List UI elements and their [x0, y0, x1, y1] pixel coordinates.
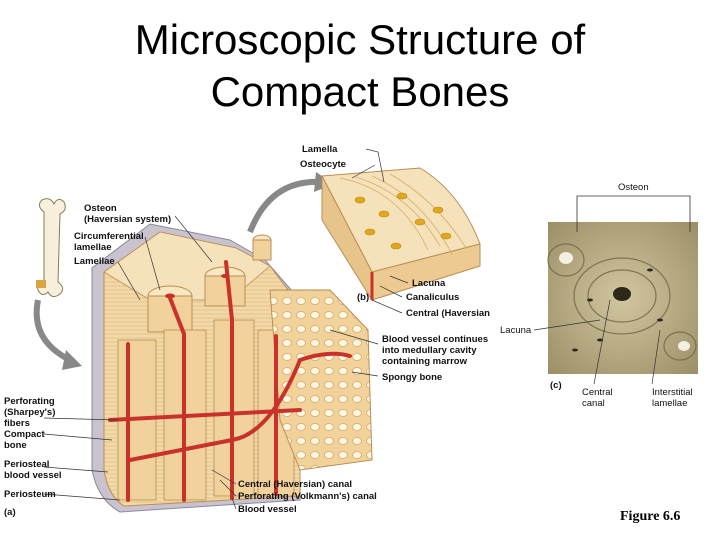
label-interstitial-2: lamellae: [652, 398, 687, 409]
label-compact-2: bone: [4, 440, 27, 451]
label-perforating-1: Perforating: [4, 396, 55, 407]
label-periosteum: Periosteum: [4, 489, 56, 500]
label-periosteal-2: blood vessel: [4, 470, 62, 481]
label-interstitial-1: Interstitial: [652, 387, 693, 398]
figure-label: Figure 6.6: [620, 509, 680, 525]
label-bv-cont-1: Blood vessel continues: [382, 334, 488, 345]
zoom-arrow-top: [250, 182, 320, 232]
label-osteon-sub: (Haversian system): [84, 214, 171, 225]
label-lamella: Lamella: [302, 144, 338, 155]
label-lacuna-c: Lacuna: [500, 325, 532, 336]
zoom-arrowhead-left: [62, 350, 82, 370]
label-central-b: Central (Haversian: [406, 308, 490, 319]
label-lamellae: Lamellae: [74, 256, 115, 267]
panel-c-letter: (c): [550, 380, 562, 391]
label-canaliculus: Canaliculus: [406, 292, 459, 303]
label-perforating-2: (Sharpey's): [4, 407, 55, 418]
label-osteocyte: Osteocyte: [300, 159, 346, 170]
label-periosteal-1: Periosteal: [4, 459, 49, 470]
label-compact-1: Compact: [4, 429, 45, 440]
label-central-c-1: Central: [582, 387, 613, 398]
label-perforating-3: fibers: [4, 418, 30, 429]
label-blood-vessel: Blood vessel: [238, 504, 297, 515]
label-central-c-2: canal: [582, 398, 605, 409]
label-bv-cont-3: containing marrow: [382, 356, 468, 367]
micrograph: [548, 222, 698, 374]
label-circumferential: Circumferential: [74, 231, 144, 242]
panel-b-letter: (b): [357, 292, 369, 303]
label-osteon: Osteon: [84, 203, 117, 214]
label-spongy: Spongy bone: [382, 372, 442, 383]
label-central-canal: Central (Haversian) canal: [238, 479, 352, 490]
label-circ-lamellae: lamellae: [74, 242, 112, 253]
zoom-arrow-left: [37, 300, 70, 360]
panel-a-letter: (a): [4, 507, 16, 518]
long-bone-icon: [36, 199, 65, 297]
label-bv-cont-2: into medullary cavity: [382, 345, 477, 356]
label-osteon-c: Osteon: [618, 182, 649, 193]
label-lacuna-b: Lacuna: [412, 278, 446, 289]
label-volkmann: Perforating (Volkmann's) canal: [238, 491, 377, 502]
